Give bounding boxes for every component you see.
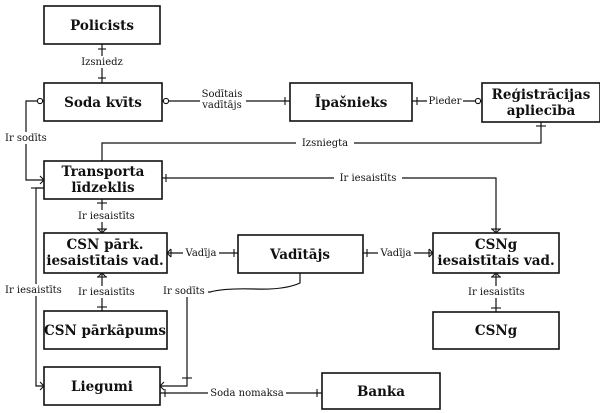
rel-ir-sodits-left: Ir sodīts [5,133,47,144]
entity-csn-park-label-1: CSN pārk. [67,237,144,253]
line-ir-sodits-mid [160,273,301,387]
entity-transporta-lidzeklis: Transporta līdzeklis [43,160,163,200]
entity-csng: CSNg [432,311,560,350]
entity-soda-kvits-label: Soda kvīts [64,95,142,111]
rel-vadija-right: Vadīja [380,248,412,259]
entity-csn-parkapums-label: CSN pārkāpums [44,323,166,339]
rel-soda-nomaksa: Soda nomaksa [210,388,284,399]
rel-vadija-left: Vadīja [185,248,217,259]
entity-ipasnieks-label: Īpašnieks [315,95,388,111]
entity-registracijas-label-2: apliecība [507,103,576,119]
entity-liegumi: Liegumi [43,366,161,406]
rel-sodits-vaditajs-line1: Sodītais [202,89,243,100]
rel-ir-iesaistits-right: Ir iesaistīts [468,287,525,298]
circle-marker [162,97,170,105]
entity-csng-iesaist-label-1: CSNg [475,237,518,253]
entity-ipasnieks: Īpašnieks [289,82,413,122]
rel-ir-iesaistits-bottom: Ir iesaistīts [78,287,135,298]
entity-policists-label: Policists [70,18,134,34]
rel-izsniegta: Izsniegta [302,138,348,149]
rel-ir-sodits-mid: Ir sodīts [163,286,205,297]
line-transport-csng-iesaist [162,177,497,233]
entity-csn-park-iesaistitais: CSN pārk. iesaistītais vad. [43,232,168,274]
entity-policists: Policists [43,5,161,45]
rel-sodits-vaditajs-line2: vadītājs [201,100,241,111]
entity-csng-iesaistitais: CSNg iesaistītais vad. [432,232,560,274]
circle-marker [474,97,482,105]
rel-izsniedz: Izsniedz [81,57,123,68]
entity-vaditajs-label: Vadītājs [269,247,330,263]
entity-registracijas-label-1: Reģistrācijas [492,87,591,103]
entity-transporta-label-2: līdzeklis [71,180,135,196]
rel-ir-iesaistits-far-left: Ir iesaistīts [5,285,62,296]
circle-marker [36,97,44,105]
rel-pieder: Pieder [429,96,462,107]
rel-ir-iesaistits-mid: Ir iesaistīts [78,211,135,222]
entity-registracijas-aplieciba: Reģistrācijas apliecība [481,82,600,123]
relation-labels: Izsniedz Sodītais vadītājs Pieder Ir sod… [3,56,528,399]
entity-transporta-label-1: Transporta [62,164,145,180]
entity-banka: Banka [321,372,441,410]
rel-ir-iesaistits-top: Ir iesaistīts [340,173,397,184]
entity-csng-label: CSNg [475,323,518,339]
entity-csng-iesaist-label-2: iesaistītais vad. [437,253,554,269]
entity-soda-kvits: Soda kvīts [43,82,163,122]
entity-banka-label: Banka [357,384,405,400]
entity-csn-parkapums: CSN pārkāpums [43,310,168,350]
entity-liegumi-label: Liegumi [71,379,133,395]
entity-vaditajs: Vadītājs [237,234,364,274]
entity-csn-park-label-2: iesaistītais vad. [46,253,163,269]
cardinality-markers [31,48,546,397]
